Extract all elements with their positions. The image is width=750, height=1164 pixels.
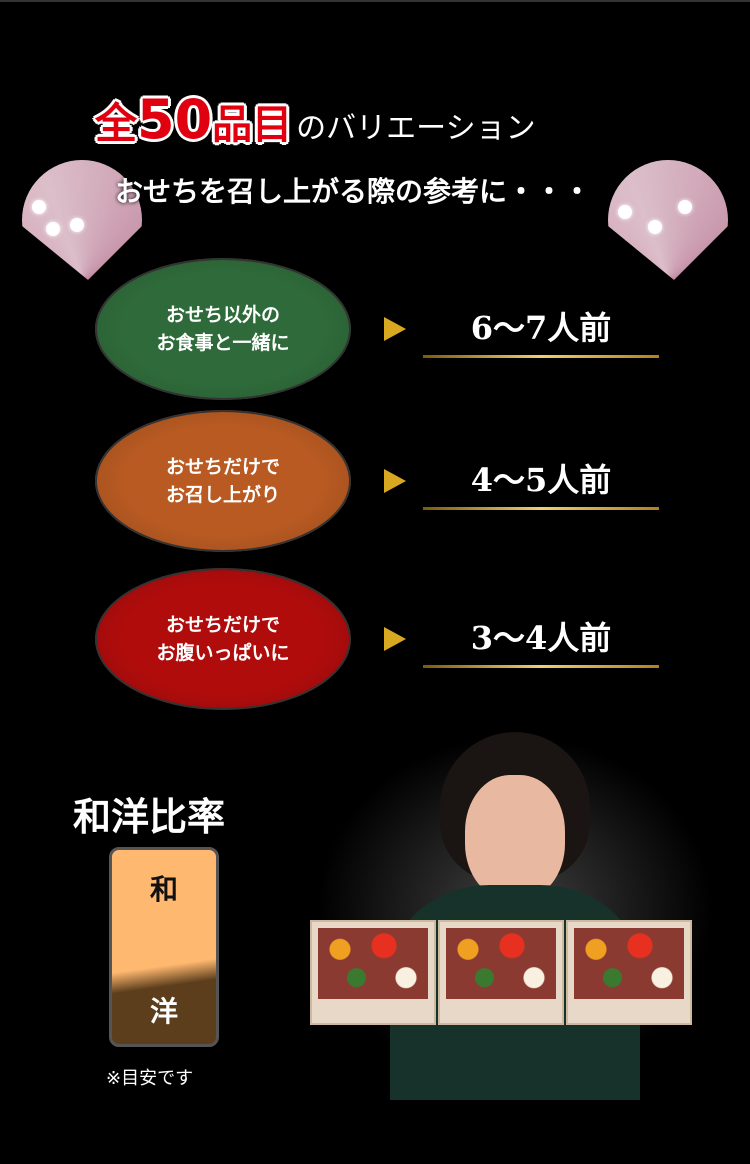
condition-line2: お召し上がり — [165, 484, 280, 506]
arrow-right-icon — [384, 469, 406, 493]
serving-condition-badge: おせちだけでお腹いっぱいに — [95, 568, 351, 710]
gold-underline — [423, 665, 659, 668]
serving-size: 3〜4人前 — [470, 619, 612, 657]
ratio-wa-label: 和 — [149, 873, 178, 906]
headline: 全50品目のバリエーション — [95, 88, 536, 151]
condition-line1: おせちだけで — [165, 456, 280, 478]
condition-line1: おせち以外の — [165, 304, 280, 326]
condition-line2: お腹いっぱいに — [156, 642, 290, 664]
gold-underline — [423, 355, 659, 358]
arrow-right-icon — [384, 317, 406, 341]
top-divider — [0, 0, 750, 2]
arrow-right-icon — [384, 627, 406, 651]
serving-size: 6〜7人前 — [470, 309, 612, 347]
headline-hinmoku: 品目 — [212, 102, 293, 148]
chef-with-osechi-photo — [300, 720, 730, 1100]
serving-condition-badge: おせち以外のお食事と一緒に — [95, 258, 351, 400]
serving-condition-badge: おせちだけでお召し上がり — [95, 410, 351, 552]
fan-right-icon — [608, 160, 728, 280]
ratio-title: 和洋比率 — [73, 794, 226, 839]
gold-underline — [423, 507, 659, 510]
headline-count: 50 — [137, 88, 213, 151]
headline-zen: 全 — [95, 99, 138, 148]
ratio-yo-label: 洋 — [149, 995, 178, 1028]
ratio-note: ※目安です — [106, 1068, 194, 1089]
serving-size: 4〜5人前 — [470, 461, 612, 499]
condition-line2: お食事と一緒に — [156, 332, 290, 354]
condition-line1: おせちだけで — [165, 614, 280, 636]
headline-tail: のバリエーション — [296, 111, 536, 146]
ratio-bar: 和 洋 — [109, 847, 219, 1047]
subtitle: おせちを召し上がる際の参考に・・・ — [115, 175, 592, 208]
